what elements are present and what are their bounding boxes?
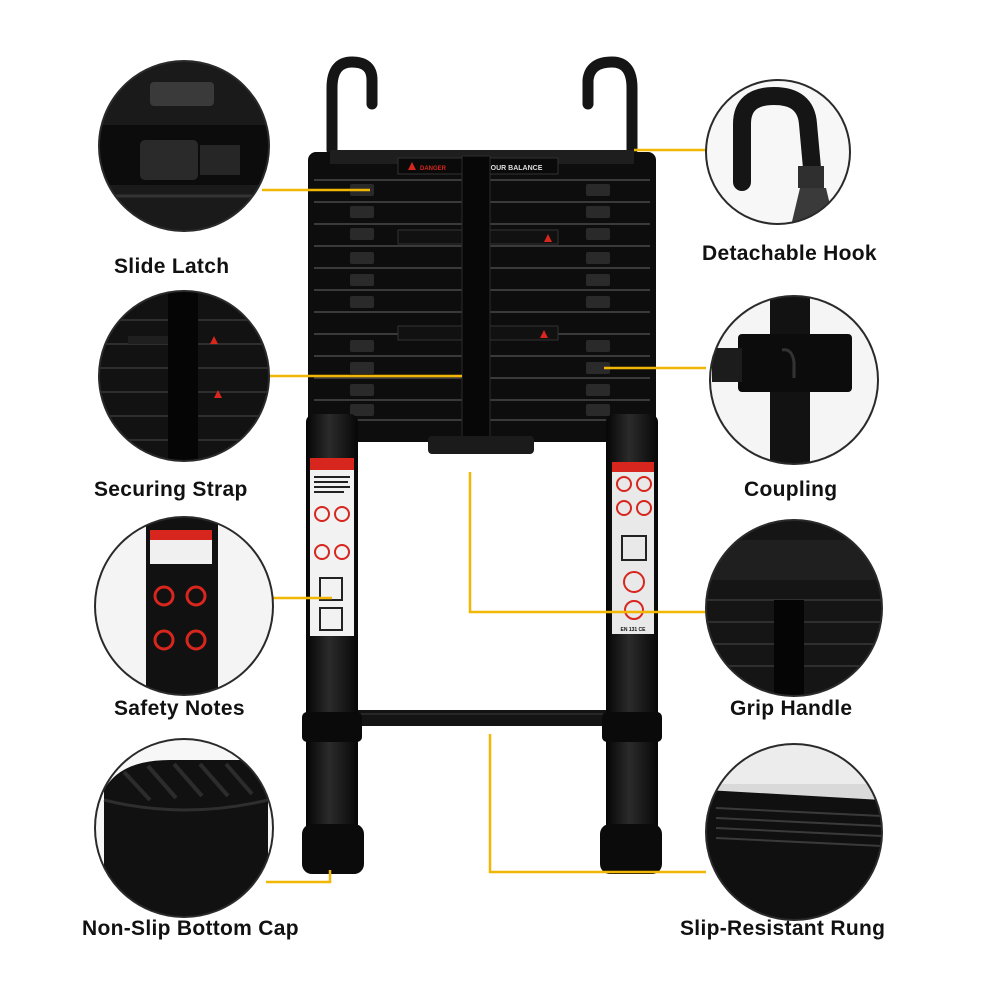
left-coupling [302, 712, 362, 742]
securing-strap [461, 155, 491, 439]
standard-label: EN 131 CE [620, 627, 646, 633]
grip-handle [428, 436, 534, 454]
callout-slip-resistant-rung-zoom [705, 743, 883, 921]
left-hook [326, 56, 378, 156]
leader-slip-resistant-rung [488, 734, 706, 874]
leader-lines [262, 148, 708, 884]
danger-label: DANGER [420, 166, 447, 172]
callout-detachable-hook-zoom [705, 79, 851, 225]
right-safety-sticker: EN 131 CE [612, 462, 654, 634]
callout-securing-strap-zoom [98, 290, 270, 462]
label-non-slip-bottom-cap: Non-Slip Bottom Cap [82, 917, 299, 940]
callout-non-slip-bottom-cap-zoom [94, 738, 274, 918]
label-coupling: Coupling [744, 478, 838, 501]
leader-non-slip-bottom-cap [266, 870, 332, 884]
right-hook [582, 56, 638, 156]
balance-label: YOU C YOUR BALANCE [462, 165, 543, 172]
callout-grip-handle-zoom [705, 519, 883, 697]
label-slide-latch: Slide Latch [114, 255, 230, 278]
callout-slide-latch-zoom [98, 60, 270, 232]
label-detachable-hook: Detachable Hook [702, 242, 877, 265]
left-bottom-cap [302, 824, 364, 874]
label-securing-strap: Securing Strap [94, 478, 248, 501]
right-bottom-cap [600, 824, 662, 874]
label-safety-notes: Safety Notes [114, 697, 245, 720]
callout-safety-notes-zoom [94, 516, 274, 696]
bottom-rung [358, 710, 606, 726]
ladder: DANGER YOU C YOUR BALANCE [302, 56, 662, 874]
label-slip-resistant-rung: Slip-Resistant Rung [680, 917, 886, 940]
leader-grip-handle [468, 472, 708, 614]
label-grip-handle: Grip Handle [730, 697, 853, 720]
callout-coupling-zoom [709, 295, 879, 465]
left-safety-sticker [310, 458, 354, 636]
right-coupling [602, 712, 662, 742]
